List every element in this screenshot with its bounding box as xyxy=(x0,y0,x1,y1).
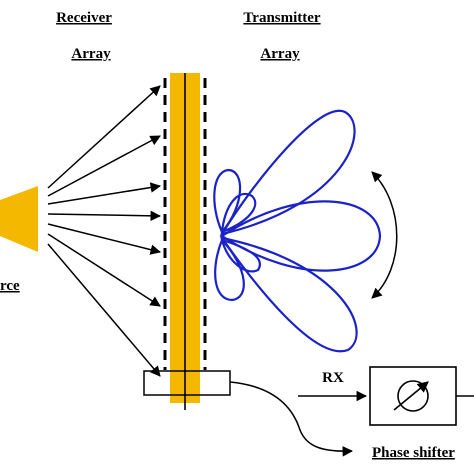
beam-steering-arrow xyxy=(371,171,398,299)
feed-ray xyxy=(47,135,161,197)
rx-label: RX xyxy=(322,370,344,386)
feed-ray xyxy=(47,243,161,377)
radiation-pattern xyxy=(213,109,382,353)
receiver-label: Receiver xyxy=(56,10,112,26)
feed-ray xyxy=(47,233,161,307)
unit-cell-box xyxy=(143,370,231,396)
feed-ray xyxy=(47,182,162,205)
small-lobe-upper xyxy=(213,168,242,235)
source-horn xyxy=(0,186,38,252)
upper-side-lobe xyxy=(219,109,356,236)
feed-ray xyxy=(47,223,162,255)
callout-arrow xyxy=(229,381,354,457)
transmitter-label: Transmitter xyxy=(243,10,321,26)
small-lobe-lower xyxy=(214,237,245,302)
phase-shifter-label: Phase shifter xyxy=(372,445,455,461)
phase-shifter-block xyxy=(369,366,457,426)
feed-rays xyxy=(47,85,162,377)
transmitter-array-label: Array xyxy=(260,46,300,62)
receiver-array-label: Array xyxy=(71,46,111,62)
lower-side-lobe xyxy=(219,236,358,353)
source-label: rce xyxy=(0,278,20,294)
small-lobe-lower-2 xyxy=(220,238,261,273)
feed-ray xyxy=(47,85,161,189)
main-lobe xyxy=(219,200,382,272)
feed-ray xyxy=(47,210,162,222)
small-lobe-upper-2 xyxy=(220,193,257,234)
phase-shifter-icon xyxy=(393,380,474,412)
